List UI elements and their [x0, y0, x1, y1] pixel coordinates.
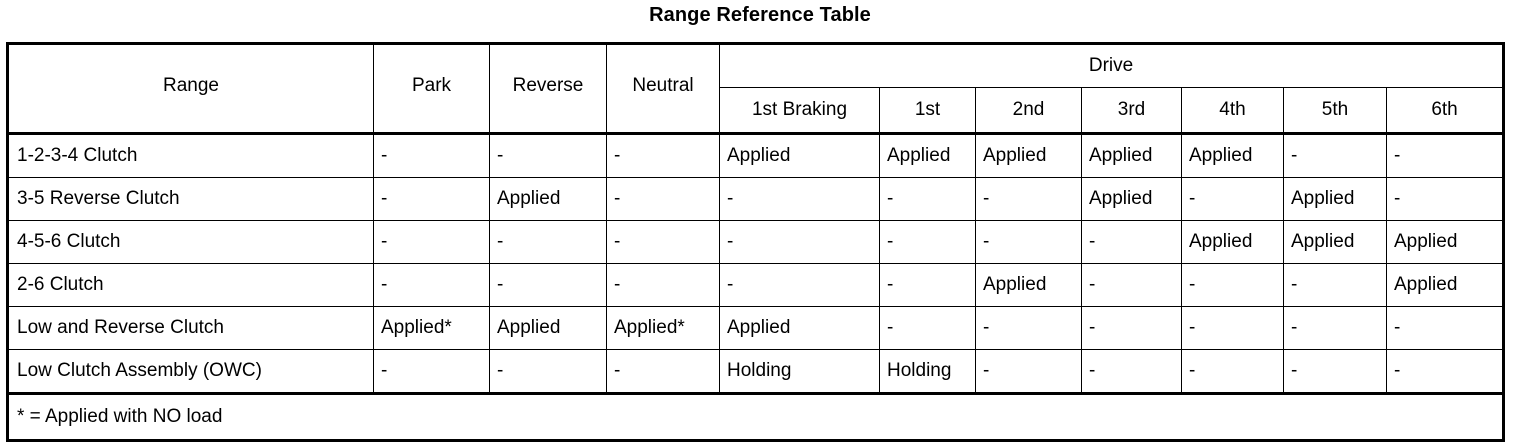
- column-header-6th: 6th: [1385, 87, 1505, 135]
- cell-reverse: Applied: [489, 177, 607, 221]
- cell-5th: -: [1283, 133, 1387, 178]
- cell-reverse: -: [489, 133, 607, 178]
- cell-5th: -: [1283, 263, 1387, 307]
- cell-4th: Applied: [1181, 133, 1284, 178]
- page-root: Range Reference Table Range Park Reverse…: [6, 4, 1506, 442]
- cell-park: -: [373, 263, 490, 307]
- cell-1st: Holding: [879, 349, 976, 394]
- cell-1st-braking: -: [719, 220, 880, 264]
- cell-1st-braking: Applied: [719, 133, 880, 178]
- cell-6th: Applied: [1385, 220, 1505, 264]
- cell-park: -: [373, 349, 490, 394]
- table-row: 4-5-6 Clutch - - - - - - - Applied Appli…: [7, 220, 1505, 264]
- cell-4th: -: [1181, 177, 1284, 221]
- header-row-group: Range Park Reverse Neutral Drive: [7, 43, 1505, 135]
- cell-4th: -: [1181, 349, 1284, 394]
- cell-5th: Applied: [1283, 177, 1387, 221]
- cell-1st-braking: Holding: [719, 349, 880, 394]
- column-header-1st: 1st: [879, 87, 976, 135]
- cell-1st-braking: Applied: [719, 306, 880, 350]
- cell-2nd: Applied: [975, 263, 1082, 307]
- cell-neutral: -: [606, 177, 720, 221]
- table-row: Low Clutch Assembly (OWC) - - - Holding …: [7, 349, 1505, 394]
- column-header-park: Park: [373, 43, 490, 135]
- cell-park: -: [373, 133, 490, 178]
- cell-park: -: [373, 220, 490, 264]
- cell-reverse: -: [489, 220, 607, 264]
- cell-neutral: -: [606, 349, 720, 394]
- cell-reverse: Applied: [489, 306, 607, 350]
- header-row-sub: 1st Braking 1st 2nd 3rd 4th 5th 6th: [8, 87, 1505, 135]
- row-label: 2-6 Clutch: [7, 263, 374, 307]
- column-header-range: Range: [7, 43, 374, 135]
- row-label: Low Clutch Assembly (OWC): [7, 349, 374, 394]
- cell-neutral: -: [606, 133, 720, 178]
- cell-2nd: -: [975, 306, 1082, 350]
- column-header-5th: 5th: [1283, 87, 1387, 135]
- cell-6th: -: [1385, 133, 1505, 178]
- column-header-reverse: Reverse: [489, 43, 607, 135]
- range-reference-table: Range Park Reverse Neutral Drive 1st Bra…: [6, 42, 1506, 442]
- cell-reverse: -: [489, 263, 607, 307]
- footnote-row: * = Applied with NO load: [6, 392, 1505, 441]
- cell-neutral: -: [606, 263, 720, 307]
- row-label: 3-5 Reverse Clutch: [7, 177, 374, 221]
- column-header-3rd: 3rd: [1081, 87, 1182, 135]
- cell-5th: Applied: [1283, 220, 1387, 264]
- cell-1st-braking: -: [719, 263, 880, 307]
- cell-1st-braking: -: [719, 177, 880, 221]
- column-group-header-drive: Drive: [718, 43, 1505, 88]
- cell-3rd: -: [1081, 349, 1182, 394]
- table-row: 3-5 Reverse Clutch - Applied - - - - App…: [7, 177, 1505, 221]
- column-header-neutral: Neutral: [606, 43, 720, 135]
- cell-2nd: -: [975, 177, 1082, 221]
- cell-6th: -: [1385, 306, 1505, 350]
- cell-4th: Applied: [1181, 220, 1284, 264]
- row-label: 4-5-6 Clutch: [7, 220, 374, 264]
- row-label: 1-2-3-4 Clutch: [7, 133, 374, 178]
- table-row: Low and Reverse Clutch Applied* Applied …: [7, 306, 1505, 350]
- cell-3rd: -: [1081, 220, 1182, 264]
- cell-4th: -: [1181, 306, 1284, 350]
- cell-6th: -: [1385, 349, 1505, 394]
- cell-2nd: Applied: [975, 133, 1082, 178]
- table-row: 2-6 Clutch - - - - - Applied - - - Appli…: [7, 263, 1505, 307]
- cell-1st: -: [879, 306, 976, 350]
- cell-1st: -: [879, 263, 976, 307]
- page-title: Range Reference Table: [649, 4, 871, 26]
- cell-2nd: -: [975, 349, 1082, 394]
- cell-1st: -: [879, 220, 976, 264]
- table-body: 1-2-3-4 Clutch - - - Applied Applied App…: [6, 133, 1505, 441]
- cell-3rd: -: [1081, 263, 1182, 307]
- table-header: Range Park Reverse Neutral Drive 1st Bra…: [7, 43, 1505, 135]
- column-header-4th: 4th: [1181, 87, 1284, 135]
- cell-park: -: [373, 177, 490, 221]
- cell-neutral: Applied*: [606, 306, 720, 350]
- cell-park: Applied*: [373, 306, 490, 350]
- column-header-1st-braking: 1st Braking: [719, 87, 880, 135]
- cell-reverse: -: [489, 349, 607, 394]
- cell-5th: -: [1283, 306, 1387, 350]
- column-header-2nd: 2nd: [975, 87, 1082, 135]
- cell-1st: -: [879, 177, 976, 221]
- row-label: Low and Reverse Clutch: [7, 306, 374, 350]
- cell-3rd: -: [1081, 306, 1182, 350]
- cell-2nd: -: [975, 220, 1082, 264]
- cell-3rd: Applied: [1081, 133, 1182, 178]
- cell-1st: Applied: [879, 133, 976, 178]
- cell-4th: -: [1181, 263, 1284, 307]
- cell-neutral: -: [606, 220, 720, 264]
- cell-5th: -: [1283, 349, 1387, 394]
- table-footnote: * = Applied with NO load: [6, 392, 1505, 441]
- table-row: 1-2-3-4 Clutch - - - Applied Applied App…: [7, 133, 1505, 178]
- cell-3rd: Applied: [1081, 177, 1182, 221]
- cell-6th: Applied: [1385, 263, 1505, 307]
- cell-6th: -: [1385, 177, 1505, 221]
